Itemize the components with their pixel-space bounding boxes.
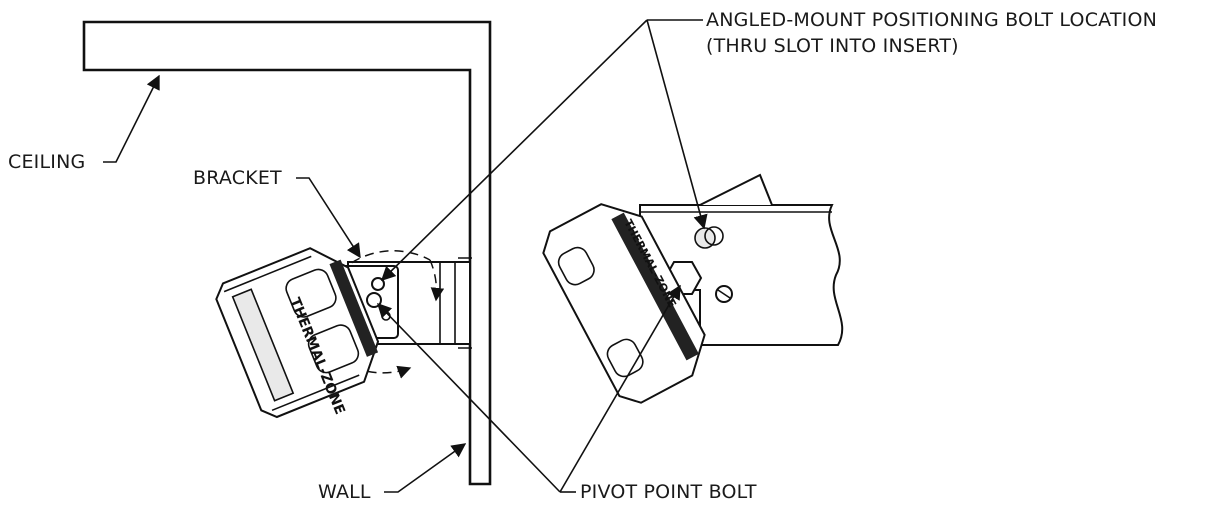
- wall-leader: [384, 443, 467, 493]
- angled-mount-leader-right: [646, 19, 708, 230]
- pivot-leader-right: [559, 284, 681, 493]
- heater-body-left: [215, 247, 380, 419]
- left-bracket-assembly: THERMAL-ZONE: [215, 247, 472, 419]
- wall-label: WALL: [318, 481, 371, 503]
- bracket-label: BRACKET: [193, 167, 282, 189]
- angled-mount-leader-left: [380, 19, 648, 282]
- ceiling-label: CEILING: [8, 151, 86, 173]
- pivot-point-bolt-label: PIVOT POINT BOLT: [580, 481, 757, 503]
- heater-body-right: [542, 203, 706, 404]
- ceiling-leader: [103, 74, 160, 163]
- ceiling-wall-structure: [82, 20, 492, 486]
- angled-mount-label-line1: ANGLED-MOUNT POSITIONING BOLT LOCATION: [706, 9, 1158, 31]
- bracket-leader: [296, 177, 361, 259]
- right-detail-assembly: THERMAL-ZONE: [542, 173, 844, 404]
- pivot-leader-left: [376, 302, 561, 493]
- angled-mount-label-line2: (THRU SLOT INTO INSERT): [706, 35, 959, 57]
- leader-lines: [103, 19, 708, 493]
